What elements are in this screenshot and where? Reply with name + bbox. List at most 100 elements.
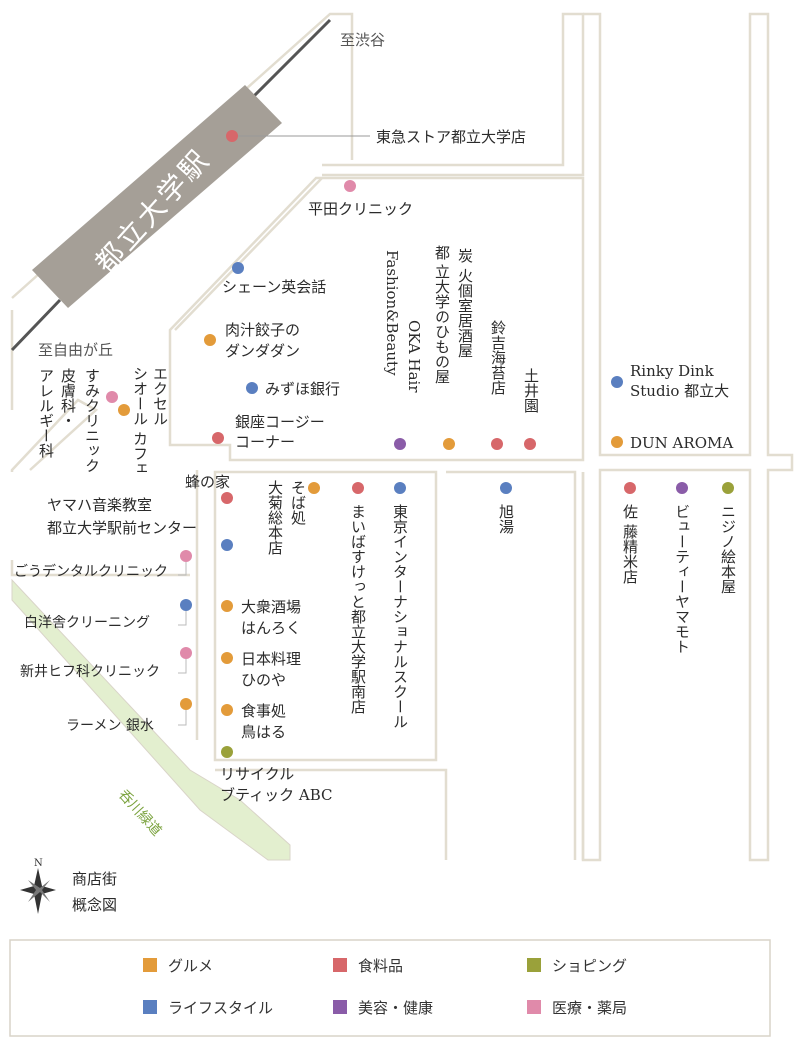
railway-line-lower (10, 298, 62, 352)
legend-beauty: 美容・健康 (358, 999, 433, 1017)
label-sato-2[interactable]: 藤精米店 (621, 524, 639, 584)
label-ginza-cozy-2[interactable]: コーナー (235, 433, 295, 451)
road-left-vertical (10, 310, 99, 472)
marker-hachinoya[interactable] (221, 492, 233, 504)
label-taishu-1[interactable]: 大衆酒場 (241, 598, 301, 616)
marker-sumi-clinic[interactable] (106, 391, 118, 403)
marker-hirata-clinic[interactable] (344, 180, 356, 192)
label-suzukichi[interactable]: 鈴吉海苔店 (489, 320, 507, 395)
marker-yamaha[interactable] (221, 539, 233, 551)
marker-shane[interactable] (232, 262, 244, 274)
label-recycle-1[interactable]: リサイクル (220, 765, 294, 783)
marker-maibasu[interactable] (352, 482, 364, 494)
label-shokuji-2[interactable]: 鳥はる (241, 723, 286, 741)
marker-oka-hair[interactable] (394, 438, 406, 450)
label-himonoya-2[interactable]: 立大学のひもの屋 (433, 264, 451, 384)
label-nihon-2[interactable]: ひのや (241, 671, 286, 689)
marker-tokyu-store[interactable] (226, 130, 238, 142)
shop-labels: 東急ストア都立大学店 平田クリニック シェーン英会話 肉汁餃子の ダンダダン み… (14, 128, 733, 804)
label-beauty-yamamoto[interactable]: ビューティーヤマモト (673, 504, 691, 654)
label-rinky-2[interactable]: Studio 都立大 (630, 382, 729, 400)
road-vertical-main (581, 12, 794, 862)
marker-hakuyosha[interactable] (180, 599, 192, 611)
label-ramen[interactable]: ラーメン 銀水 (66, 718, 154, 734)
road-diagonal-mid (168, 176, 585, 462)
marker-mizuho[interactable] (246, 382, 258, 394)
label-sumibi-2[interactable]: 火個室居酒屋 (456, 268, 474, 358)
label-sumi-clinic-3[interactable]: アレルギー科 (37, 368, 55, 458)
marker-suzukichi[interactable] (491, 438, 503, 450)
marker-ramen[interactable] (180, 698, 192, 710)
marker-ginza-cozy[interactable] (212, 432, 224, 444)
marker-recycle[interactable] (221, 746, 233, 758)
label-taishu-2[interactable]: はんろく (241, 619, 301, 637)
legend-gourmet: グルメ (168, 957, 213, 975)
label-doien[interactable]: 土井園 (522, 368, 540, 413)
legend-swatch-lifestyle (143, 1000, 157, 1014)
label-ginza-cozy-1[interactable]: 銀座コージー (235, 413, 325, 431)
marker-arai[interactable] (180, 647, 192, 659)
label-go-dental[interactable]: ごうデンタルクリニック (14, 563, 168, 580)
greenway-path (11, 578, 291, 861)
marker-go-dental[interactable] (180, 550, 192, 562)
label-asahiyu[interactable]: 旭湯 (497, 504, 515, 534)
marker-nijino[interactable] (722, 482, 734, 494)
compass-label-1: 商店街 (72, 870, 117, 888)
label-oka-hair-1[interactable]: OKA Hair (405, 320, 423, 393)
marker-asahiyu[interactable] (500, 482, 512, 494)
label-oka-hair-2[interactable]: Fashion&Beauty (383, 250, 401, 376)
direction-shibuya: 至渋谷 (340, 31, 385, 49)
label-himonoya-1[interactable]: 都 (433, 245, 451, 260)
marker-dun-aroma[interactable] (611, 436, 623, 448)
marker-sato[interactable] (624, 482, 636, 494)
label-nikujiru-1[interactable]: 肉汁餃子の (225, 321, 300, 339)
label-nijino[interactable]: ニジノ絵本屋 (719, 504, 737, 594)
label-sato-1[interactable]: 佐 (621, 504, 639, 519)
marker-rinky[interactable] (611, 376, 623, 388)
label-hachinoya[interactable]: 蜂の家 (185, 473, 230, 491)
label-tokyo-intl[interactable]: 東京インターナショナルスクール (391, 504, 409, 729)
label-sumi-clinic-1[interactable]: すみクリニック (83, 368, 101, 473)
left-leader-lines (178, 562, 187, 726)
label-excel-2[interactable]: シオール カフェ (131, 366, 149, 476)
label-shokuji-1[interactable]: 食事処 (241, 702, 286, 720)
label-nihon-1[interactable]: 日本料理 (241, 650, 301, 668)
compass-label-2: 概念図 (72, 896, 117, 914)
compass: N 商店街 概念図 (20, 858, 117, 914)
roads (10, 12, 794, 862)
marker-beauty-yamamoto[interactable] (676, 482, 688, 494)
label-hirata-clinic[interactable]: 平田クリニック (308, 200, 413, 218)
label-yamaha-1[interactable]: ヤマハ音楽教室 (47, 496, 152, 514)
marker-nihon[interactable] (221, 652, 233, 664)
label-sumi-clinic-2[interactable]: 皮膚科・ (59, 368, 77, 428)
compass-north-letter: N (34, 858, 43, 869)
label-arai[interactable]: 新井ヒフ科クリニック (20, 664, 160, 680)
marker-shokuji[interactable] (221, 704, 233, 716)
label-dun-aroma[interactable]: DUN AROMA (630, 434, 733, 452)
label-recycle-2[interactable]: ブティック ABC (220, 786, 332, 804)
label-hakuyosha[interactable]: 白洋舎クリーニング (24, 615, 150, 631)
label-excel-1[interactable]: エクセル (151, 366, 169, 426)
label-mizuho[interactable]: みずほ銀行 (265, 380, 340, 398)
shop-markers (106, 130, 734, 758)
marker-nikujiru[interactable] (204, 334, 216, 346)
marker-doien[interactable] (524, 438, 536, 450)
label-maibasu[interactable]: まいばすけっと都立大学駅南店 (349, 504, 367, 714)
greenway-label: 呑川緑道 (115, 787, 164, 839)
label-okiku[interactable]: 大菊総本店 (266, 480, 284, 555)
marker-himonoya[interactable] (443, 438, 455, 450)
road-left-edge (10, 470, 199, 740)
label-shane[interactable]: シェーン英会話 (222, 278, 326, 296)
label-tokyu-store[interactable]: 東急ストア都立大学店 (376, 128, 526, 146)
marker-tokyo-intl[interactable] (394, 482, 406, 494)
label-nikujiru-2[interactable]: ダンダダン (225, 342, 300, 360)
marker-soba[interactable] (308, 482, 320, 494)
label-yamaha-2[interactable]: 都立大学駅前センター (47, 519, 197, 537)
label-rinky-1[interactable]: Rinky Dink (630, 362, 715, 380)
marker-excel[interactable] (118, 404, 130, 416)
marker-taishu[interactable] (221, 600, 233, 612)
legend-lifestyle: ライフスタイル (168, 999, 273, 1017)
label-soba[interactable]: そば処 (289, 480, 307, 525)
label-sumibi-1[interactable]: 炭 (456, 248, 474, 263)
